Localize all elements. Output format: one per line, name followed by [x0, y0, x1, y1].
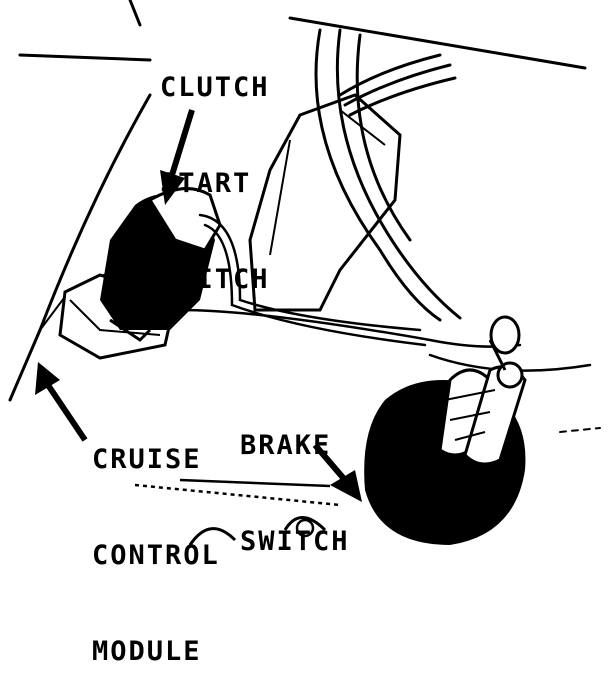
diagram-illustration	[8, 0, 601, 546]
cruise-label-line-1: CRUISE	[92, 444, 202, 475]
arrow-brake-switch	[312, 443, 362, 502]
arrow-clutch-start-switch	[160, 109, 195, 205]
relay-bracket	[248, 93, 402, 312]
brake-label-line-2: SWITCH	[240, 526, 350, 557]
brake-switch-body	[364, 315, 527, 545]
clutch-start-switch-label: CLUTCH START SWITCH	[160, 8, 270, 328]
lower-panel-details	[134, 478, 341, 546]
wiring-harness	[314, 28, 462, 322]
switch-wires	[178, 213, 592, 372]
cruise-label-line-3: MODULE	[92, 636, 202, 667]
clutch-label-line-2: START	[160, 168, 252, 199]
brake-switch-label: BRAKE SWITCH	[240, 366, 350, 590]
clutch-label-line-1: CLUTCH	[160, 72, 270, 103]
cruise-control-module-label: CRUISE CONTROL MODULE	[92, 380, 220, 700]
arrow-cruise-control-module	[35, 362, 88, 442]
dash-panel-lines	[8, 0, 601, 433]
cruise-label-line-2: CONTROL	[92, 540, 220, 571]
clutch-start-switch-body	[100, 187, 222, 342]
clutch-label-line-3: SWITCH	[160, 264, 270, 295]
brake-label-line-1: BRAKE	[240, 430, 332, 461]
